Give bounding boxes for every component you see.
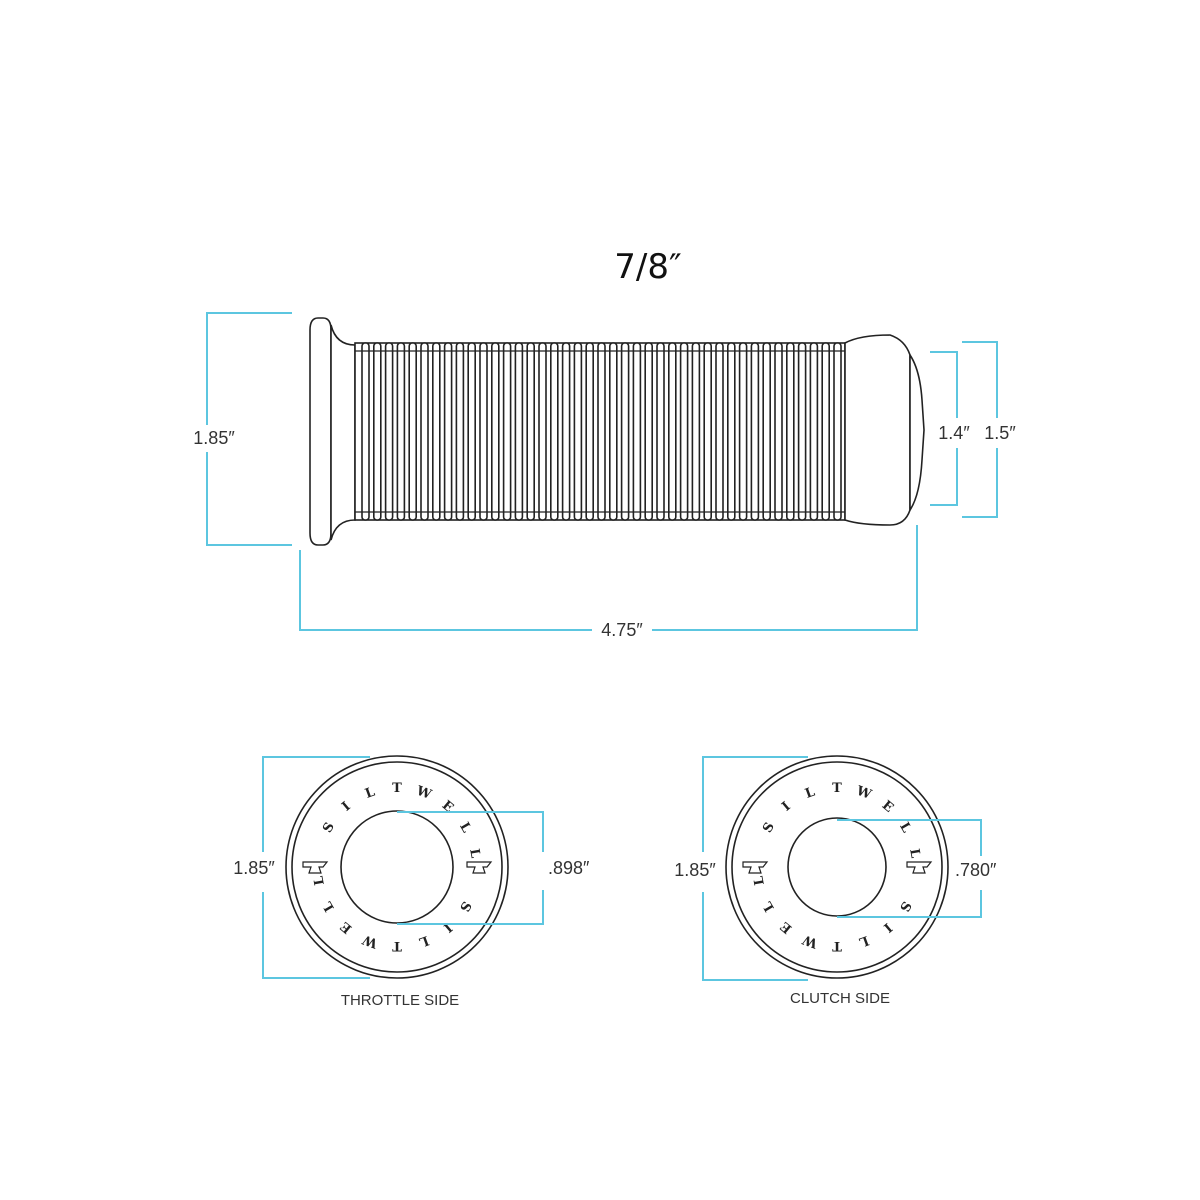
flange-height-label: 1.85″ bbox=[193, 428, 235, 448]
grip-ribs bbox=[355, 342, 845, 521]
grip-rib bbox=[691, 342, 701, 521]
ring-letter: T bbox=[832, 938, 842, 953]
grip-rib bbox=[514, 342, 524, 521]
grip-rib bbox=[644, 342, 654, 521]
clutch-side-caption: CLUTCH SIDE bbox=[790, 990, 890, 1007]
ring-letter: W bbox=[800, 931, 820, 951]
grip-rib bbox=[420, 342, 429, 521]
grip-rib bbox=[809, 342, 819, 521]
grip-rib bbox=[573, 342, 583, 521]
ring-letter: T bbox=[392, 781, 402, 796]
throttle-bore-label: .898″ bbox=[548, 858, 590, 878]
grip-rib bbox=[797, 342, 807, 521]
grip-rib bbox=[396, 342, 406, 521]
grip-rib bbox=[750, 342, 760, 521]
grip-rib bbox=[443, 342, 453, 521]
ring-letter: W bbox=[413, 783, 433, 803]
grip-rib bbox=[408, 342, 418, 521]
length-dimension-line bbox=[299, 525, 918, 631]
end-inner-label: 1.4″ bbox=[938, 423, 970, 443]
grip-rib bbox=[679, 342, 689, 521]
bore-circle bbox=[787, 817, 887, 917]
grip-side-view bbox=[309, 317, 925, 546]
grip-rib bbox=[467, 342, 477, 521]
anvil-icon bbox=[742, 861, 769, 874]
grip-rib bbox=[726, 342, 736, 521]
end-inner-dimension-line bbox=[930, 351, 958, 506]
ring-letter: L bbox=[466, 848, 482, 860]
grip-rib bbox=[502, 342, 512, 521]
throttle-side-caption: THROTTLE SIDE bbox=[341, 992, 459, 1009]
end-outer-dimension-line bbox=[962, 341, 998, 518]
grip-rib bbox=[538, 342, 547, 521]
grip-rib bbox=[549, 342, 559, 521]
ring-letter: L bbox=[906, 848, 922, 860]
grip-rib bbox=[667, 342, 677, 521]
ring-letter: W bbox=[853, 783, 873, 803]
ring-letter: T bbox=[392, 938, 402, 953]
throttle-bore-dimension-line bbox=[397, 811, 544, 925]
grip-rib bbox=[738, 342, 748, 521]
bore-circle bbox=[340, 810, 454, 924]
grip-rib bbox=[608, 342, 618, 521]
end-outer-label: 1.5″ bbox=[984, 423, 1016, 443]
grip-rib bbox=[561, 342, 571, 521]
clutch-diameter-dimension-line bbox=[702, 756, 808, 981]
length-label: 4.75″ bbox=[601, 620, 643, 640]
throttle-diameter-dimension-line bbox=[262, 756, 370, 979]
height-dimension-line bbox=[206, 312, 292, 546]
grip-rib bbox=[372, 342, 382, 521]
grip-rib bbox=[785, 342, 795, 521]
grip-rib bbox=[585, 342, 595, 521]
anvil-icon bbox=[906, 861, 933, 874]
ring-letter: T bbox=[832, 781, 842, 796]
grip-rib bbox=[833, 342, 842, 521]
grip-rib bbox=[490, 342, 500, 521]
grip-rib bbox=[526, 342, 536, 521]
ring-letter: W bbox=[360, 931, 380, 951]
grip-end-cap bbox=[844, 334, 911, 526]
grip-rib bbox=[597, 342, 606, 521]
ring-letter: L bbox=[312, 875, 328, 887]
grip-rib bbox=[431, 342, 441, 521]
diagram-title: 7/8″ bbox=[614, 247, 681, 287]
grip-rib bbox=[620, 342, 630, 521]
anvil-icon bbox=[466, 861, 493, 874]
grip-rib bbox=[715, 342, 724, 521]
grip-end-tip bbox=[909, 352, 925, 513]
throttle-diameter-label: 1.85″ bbox=[233, 858, 275, 878]
grip-flange bbox=[309, 317, 332, 546]
grip-rib bbox=[361, 342, 370, 521]
grip-rib bbox=[703, 342, 713, 521]
clutch-bore-label: .780″ bbox=[955, 860, 997, 880]
ring-letter: L bbox=[752, 875, 768, 887]
grip-rib bbox=[821, 342, 831, 521]
anvil-icon bbox=[302, 861, 329, 874]
grip-rib bbox=[632, 342, 642, 521]
grip-rib bbox=[479, 342, 488, 521]
grip-rib bbox=[455, 342, 465, 521]
grip-neck bbox=[330, 324, 356, 541]
clutch-bore-dimension-line bbox=[837, 819, 982, 918]
grip-rib bbox=[762, 342, 772, 521]
grip-rib bbox=[774, 342, 783, 521]
grip-rib bbox=[656, 342, 665, 521]
grip-rib bbox=[384, 342, 394, 521]
clutch-diameter-label: 1.85″ bbox=[674, 860, 716, 880]
